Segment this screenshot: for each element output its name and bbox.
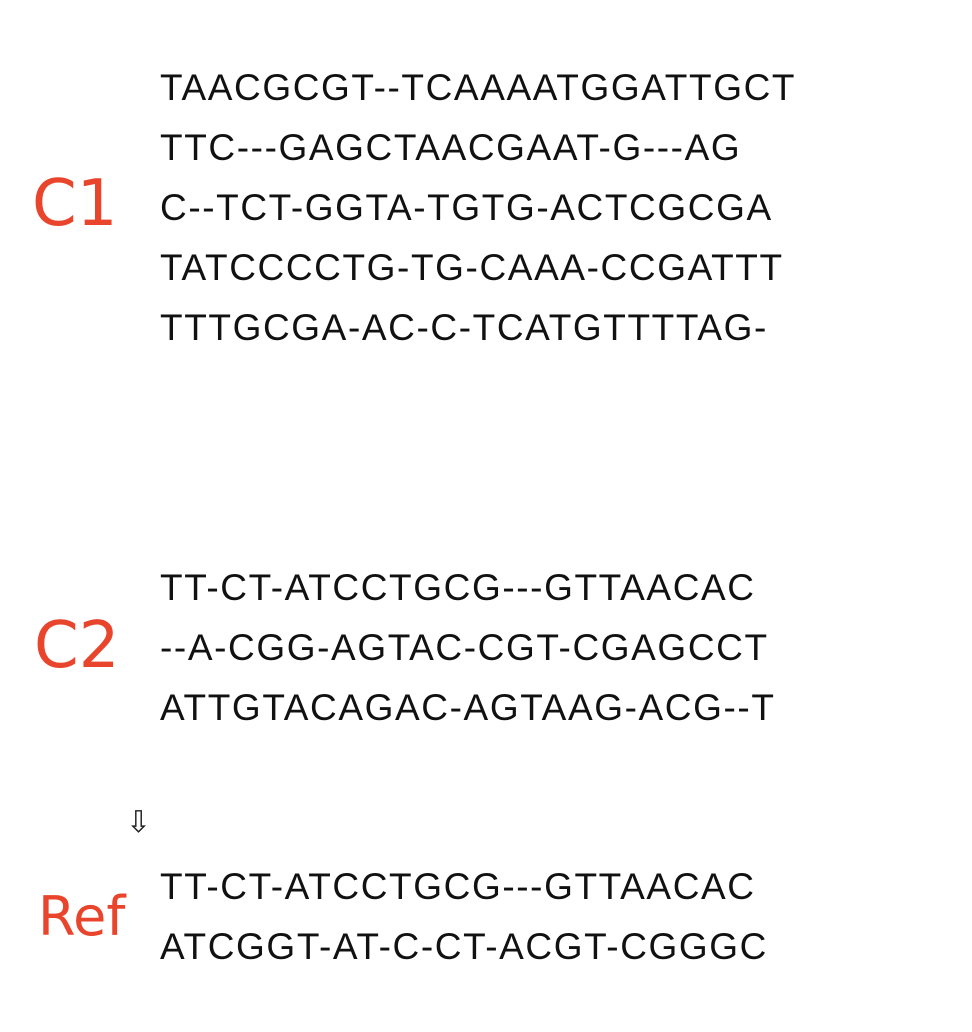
sequence-line: TAACGCGT--TCAAAATGGATTGCT xyxy=(160,67,797,108)
sequence-line: TT-CT-ATCCTGCG---GTTAACAC xyxy=(160,567,756,608)
sequence-line: TTC---GAGCTAACGAAT-G---AG xyxy=(160,127,742,168)
sequence-line: --A-CGG-AGTAC-CGT-CGAGCCT xyxy=(160,627,769,668)
sequence-line: ATCGGT-AT-C-CT-ACGT-CGGGC xyxy=(160,926,768,967)
group-label-c1: C1 xyxy=(32,167,118,241)
sequence-block-ref: TT-CT-ATCCTGCG---GTTAACAC ATCGGT-AT-C-CT… xyxy=(160,857,768,977)
sequence-line: TTTGCGA-AC-C-TCATGTTTTAG- xyxy=(160,307,768,348)
sequence-block-c2: TT-CT-ATCCTGCG---GTTAACAC --A-CGG-AGTAC-… xyxy=(160,558,776,738)
sequence-line: C--TCT-GGTA-TGTG-ACTCGCGA xyxy=(160,187,773,228)
sequence-line: TT-CT-ATCCTGCG---GTTAACAC xyxy=(160,866,756,907)
group-label-ref: Ref xyxy=(38,885,126,948)
sequence-line: TATCCCCTG-TG-CAAA-CCGATTT xyxy=(160,247,784,288)
down-arrow-icon: ⇩ xyxy=(126,806,152,839)
group-label-c2: C2 xyxy=(34,609,120,683)
sequence-line: ATTGTACAGAC-AGTAAG-ACG--T xyxy=(160,687,776,728)
sequence-block-c1: TAACGCGT--TCAAAATGGATTGCT TTC---GAGCTAAC… xyxy=(160,58,796,358)
